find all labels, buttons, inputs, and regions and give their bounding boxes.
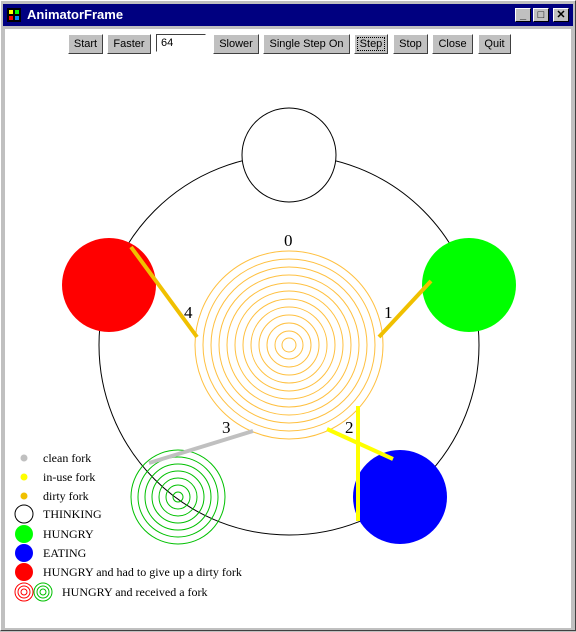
title-bar[interactable]: AnimatorFrame _ □ ✕ bbox=[3, 4, 573, 26]
clean-fork-swatch bbox=[20, 454, 28, 462]
received-swatch-green bbox=[33, 582, 53, 602]
start-button[interactable]: Start bbox=[68, 34, 103, 54]
maximize-button[interactable]: □ bbox=[533, 8, 549, 22]
eating-swatch bbox=[15, 544, 33, 562]
philosopher-2 bbox=[353, 450, 447, 544]
gave-up-swatch bbox=[15, 563, 33, 581]
step-button[interactable]: Step bbox=[354, 34, 388, 54]
single-step-button[interactable]: Single Step On bbox=[263, 34, 350, 54]
philosopher-4 bbox=[62, 238, 156, 332]
legend-gave-up: HUNGRY and had to give up a dirty fork bbox=[43, 565, 242, 579]
speed-input[interactable] bbox=[156, 34, 206, 52]
maximize-icon: □ bbox=[537, 9, 545, 21]
fork-label-2: 2 bbox=[345, 418, 354, 437]
faster-button[interactable]: Faster bbox=[107, 34, 151, 54]
fork-1 bbox=[377, 279, 433, 339]
legend-in-use-fork: in-use fork bbox=[43, 470, 95, 484]
legend-thinking: THINKING bbox=[43, 507, 102, 521]
fork-2b bbox=[326, 427, 394, 461]
legend-dirty-fork: dirty fork bbox=[43, 489, 89, 503]
fork-label-1: 1 bbox=[384, 303, 393, 322]
philosopher-0 bbox=[241, 107, 337, 203]
close-button[interactable]: Close bbox=[432, 34, 473, 54]
stop-button[interactable]: Stop bbox=[393, 34, 428, 54]
quit-button[interactable]: Quit bbox=[478, 34, 511, 54]
window-title: AnimatorFrame bbox=[27, 7, 124, 22]
close-icon: ✕ bbox=[556, 9, 566, 21]
in-use-fork-swatch bbox=[20, 473, 28, 481]
philosopher-3 bbox=[130, 449, 226, 545]
legend-eating: EATING bbox=[43, 546, 87, 560]
hungry-swatch bbox=[15, 525, 33, 543]
fork-label-0: 0 bbox=[284, 231, 293, 250]
philosopher-1 bbox=[422, 238, 516, 332]
received-swatch-red bbox=[14, 582, 34, 602]
legend-hungry: HUNGRY bbox=[43, 527, 94, 541]
fork-4 bbox=[129, 245, 199, 339]
dirty-fork-swatch bbox=[20, 492, 28, 500]
slower-button[interactable]: Slower bbox=[213, 34, 259, 54]
legend: clean fork in-use fork dirty fork THINKI… bbox=[14, 451, 242, 602]
fork-label-3: 3 bbox=[222, 418, 231, 437]
legend-clean-fork: clean fork bbox=[43, 451, 91, 465]
close-window-button[interactable]: ✕ bbox=[553, 8, 569, 22]
fork-label-4: 4 bbox=[184, 303, 193, 322]
minimize-icon: _ bbox=[519, 9, 527, 21]
thinking-swatch bbox=[14, 504, 34, 524]
table-center-rings bbox=[194, 250, 384, 440]
fork-3 bbox=[148, 429, 254, 465]
minimize-button[interactable]: _ bbox=[515, 8, 531, 22]
java-app-icon bbox=[7, 8, 21, 22]
legend-received: HUNGRY and received a fork bbox=[62, 585, 208, 599]
